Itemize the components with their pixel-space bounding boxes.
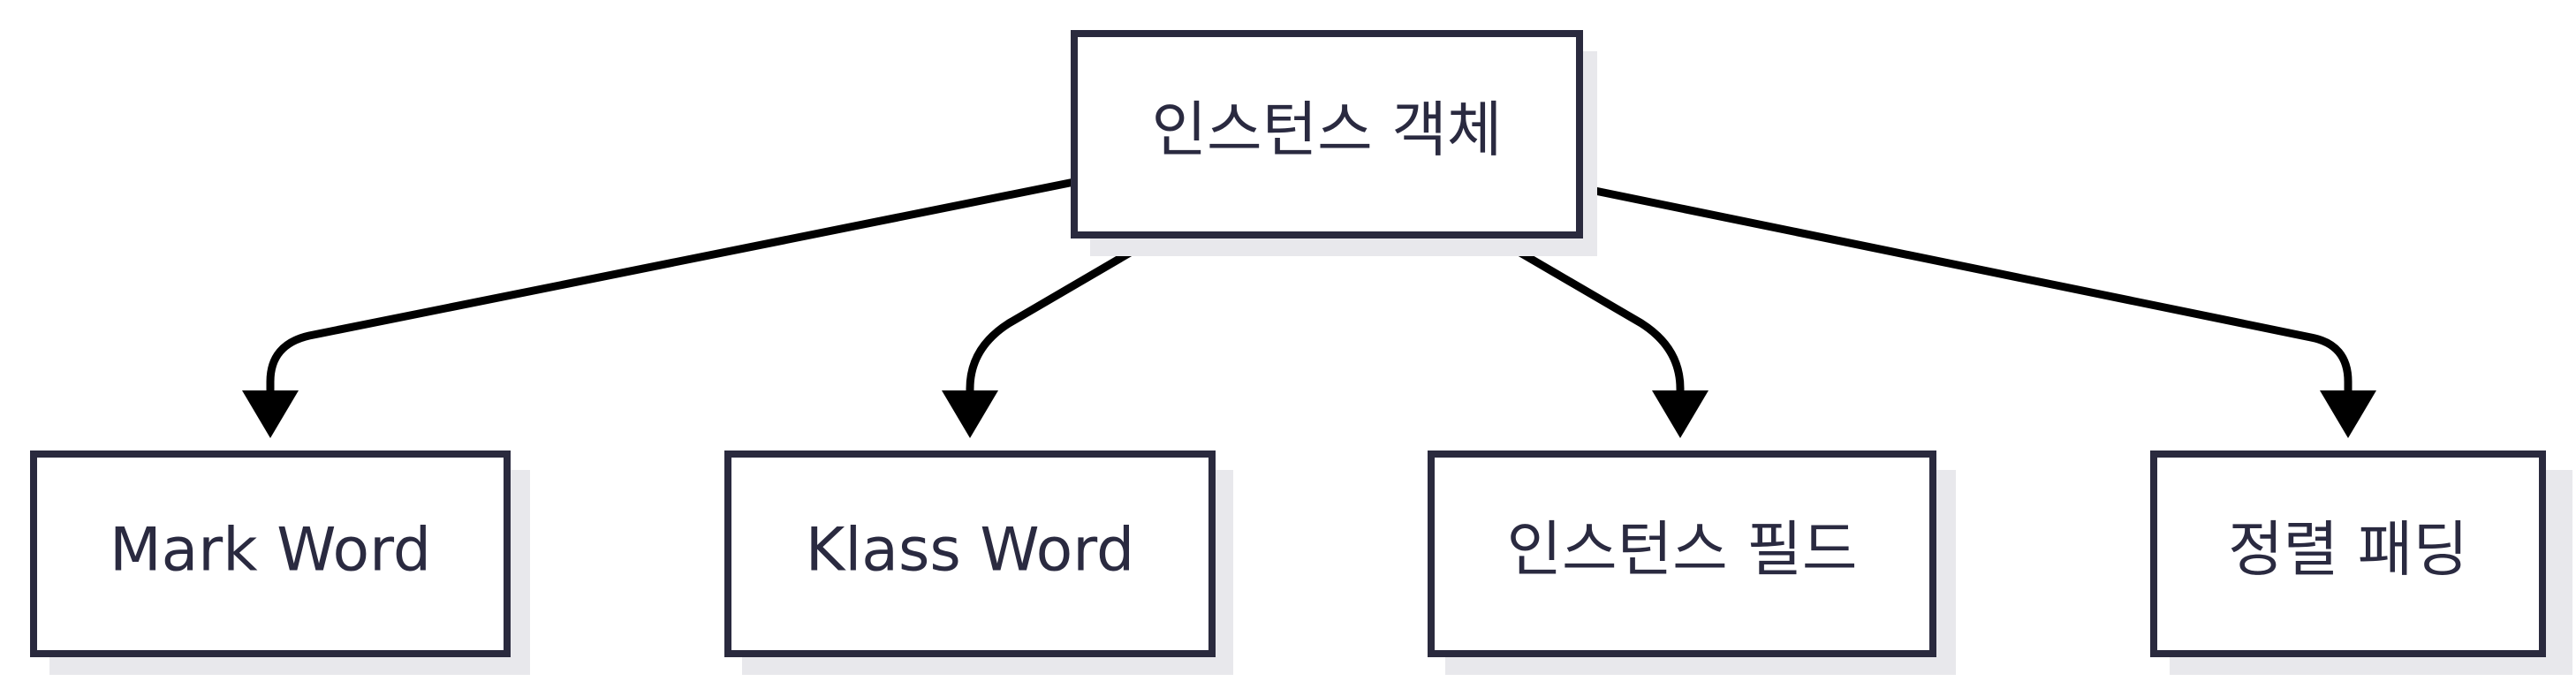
arrowhead-alignment-padding <box>2320 390 2376 438</box>
edge-root-to-alignment-padding <box>1577 183 2352 398</box>
edge-root-to-instance-fields <box>1490 233 1685 398</box>
arrowhead-klass-word <box>942 390 998 438</box>
edges <box>242 178 2376 438</box>
child-node-label: Mark Word <box>110 516 431 586</box>
root-node-label: 인스턴스 객체 <box>1152 96 1503 166</box>
child-node-alignment-padding: 정렬 패딩 <box>2150 450 2572 675</box>
edge-root-to-mark-word <box>266 178 1075 398</box>
root-node: 인스턴스 객체 <box>1071 30 1597 256</box>
arrowhead-instance-fields <box>1652 390 1708 438</box>
child-node-box <box>30 450 511 657</box>
child-node-box <box>1428 450 1936 657</box>
child-node-box <box>2150 450 2546 657</box>
child-node-label: 인스턴스 필드 <box>1507 516 1858 586</box>
child-node-box <box>724 450 1216 657</box>
arrowhead-mark-word <box>242 390 299 438</box>
edge-root-to-klass-word <box>966 233 1160 398</box>
child-node-instance-fields: 인스턴스 필드 <box>1428 450 1956 675</box>
child-node-mark-word: Mark Word <box>30 450 530 675</box>
child-node-klass-word: Klass Word <box>724 450 1233 675</box>
child-node-label: 정렬 패딩 <box>2228 516 2468 586</box>
child-node-label: Klass Word <box>806 516 1134 586</box>
root-node-box <box>1071 30 1583 238</box>
